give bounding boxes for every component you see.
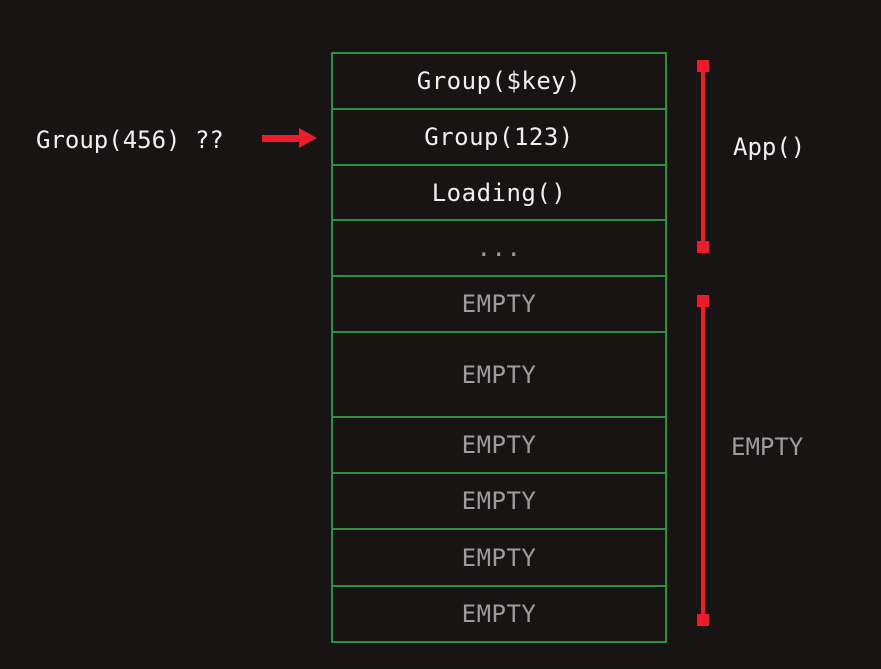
stack-row: EMPTY [333,277,665,333]
arrow-right-icon [262,128,317,149]
pending-item-label: Group(456) ?? [36,126,224,154]
stack-row: EMPTY [333,333,665,418]
bracket-app [696,60,709,253]
bracket-endpoint-icon [696,614,709,626]
stack-row: Group(123) [333,110,665,166]
bracket-line [700,301,705,620]
bracket-app-label: App() [733,133,806,161]
stack-row: EMPTY [461,600,537,628]
stack-row: Group($key) [333,54,665,110]
arrow-head [299,128,317,148]
stack-row: EMPTY [333,418,665,474]
bracket-empty-label: EMPTY [731,433,804,461]
stack-row: EMPTY [333,530,665,587]
bracket-endpoint-icon [696,241,709,253]
bracket-empty [696,295,709,626]
stack-row: EMPTY [333,474,665,530]
stack-row: Loading() [333,166,665,221]
bracket-line [700,66,705,247]
stack-row: ... [333,221,665,277]
arrow-shaft [262,135,302,142]
